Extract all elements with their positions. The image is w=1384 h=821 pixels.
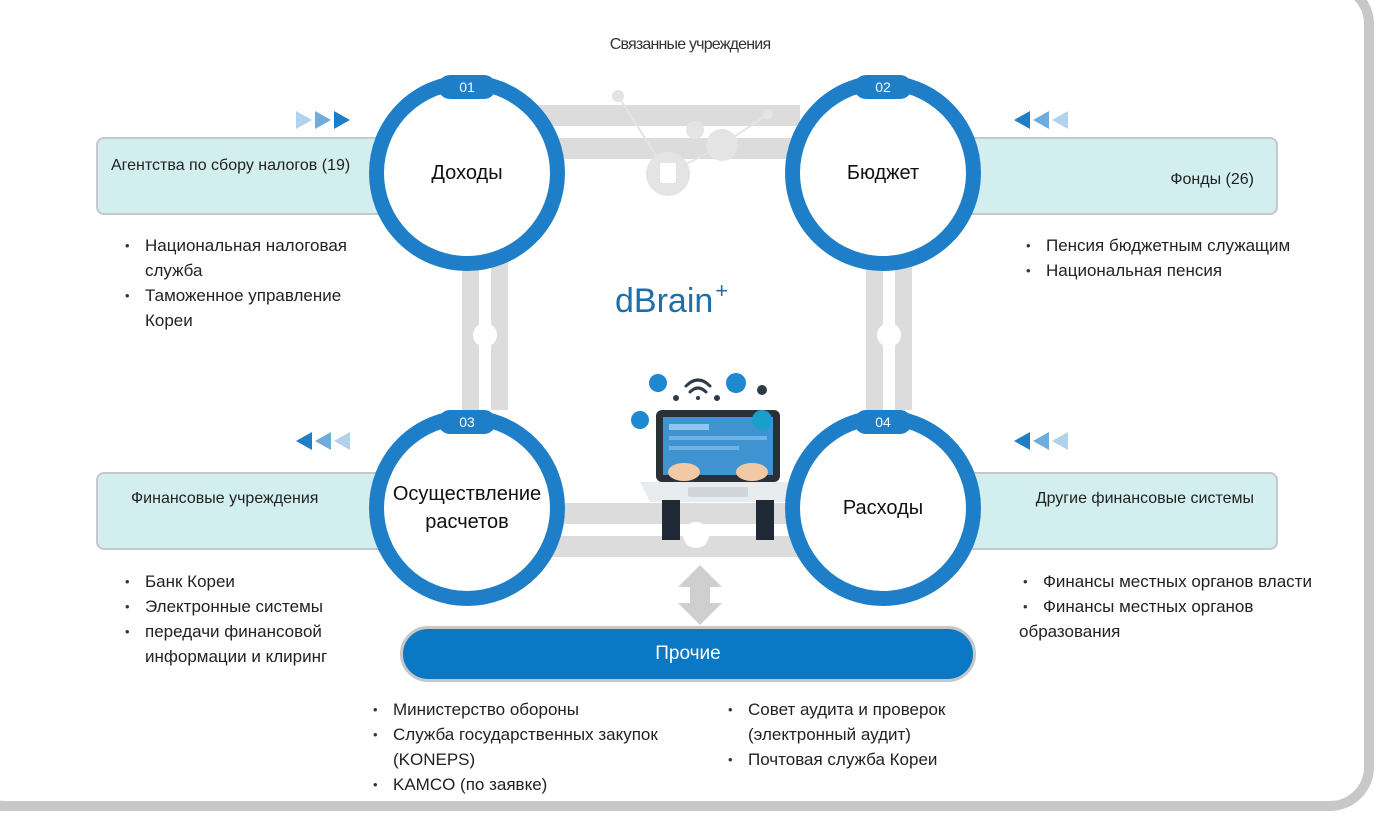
laptop-icon — [640, 410, 796, 540]
list-item: Совет аудита и проверок — [724, 697, 1024, 722]
module-number-badge: 04 — [854, 410, 912, 434]
module-label: Осуществление расчетов — [392, 483, 542, 533]
others-right-list: Совет аудита и проверок (электронный ауд… — [724, 697, 1024, 772]
module-number-badge: 03 — [438, 410, 496, 434]
list-item-continuation: образования — [1019, 622, 1121, 641]
brand-logo: dBrain+ — [615, 278, 728, 321]
wifi-icon — [684, 378, 712, 400]
module-expenditure: 04 Расходы — [785, 410, 981, 606]
list-item: Таможенное управление Кореи — [121, 283, 361, 333]
list-item: Национальная налоговая служба — [121, 233, 361, 283]
list-item: Банк Кореи — [121, 569, 391, 594]
brand-name: dBrain — [615, 282, 714, 320]
box-funds: Фонды (26) — [960, 137, 1278, 215]
list-item: Финансы местных органов власти — [1019, 569, 1384, 594]
others-bar: Прочие — [400, 626, 976, 682]
triangle-arrow-icon — [296, 111, 353, 129]
module-revenue: 01 Доходы — [369, 75, 565, 271]
module-label: Бюджет — [846, 162, 920, 184]
floating-app-icons — [631, 373, 772, 430]
box-tax-agencies: Агентства по сбору налогов (19) — [96, 137, 396, 215]
list-item: KAMCO (по заявке) — [369, 772, 729, 797]
box-other-financial-systems: Другие финансовые системы — [960, 472, 1278, 550]
list-item: Почтовая служба Кореи — [724, 747, 1024, 772]
settlement-institutions-list: Банк Кореи Электронные системы передачи … — [121, 569, 391, 669]
list-item-continuation: (электронный аудит) — [748, 725, 911, 744]
list-item: Финансы местных органов — [1019, 594, 1384, 619]
list-item: Пенсия бюджетным служащим — [1022, 233, 1382, 258]
module-settlement: 03 Осуществление расчетов — [369, 410, 565, 606]
box-financial-institutions: Финансовые учреждения — [96, 472, 396, 550]
list-item: Министерство обороны — [369, 697, 729, 722]
document-icon — [660, 163, 676, 183]
module-label: Расходы — [842, 497, 924, 519]
list-item: Национальная пенсия — [1022, 258, 1382, 283]
others-left-list: Министерство обороны Служба государствен… — [369, 697, 729, 797]
page-title: Связанные учреждения — [609, 36, 771, 53]
module-number-badge: 02 — [854, 75, 912, 99]
budget-institutions-list: Пенсия бюджетным служащим Национальная п… — [1022, 233, 1382, 283]
double-arrow-icon — [678, 565, 722, 625]
triangle-arrow-icon — [1014, 432, 1071, 450]
list-item: Электронные системы — [121, 594, 391, 619]
brand-mark: + — [715, 278, 729, 303]
triangle-arrow-icon — [1014, 111, 1071, 129]
module-budget: 02 Бюджет — [785, 75, 981, 271]
module-number-badge: 01 — [438, 75, 496, 99]
expenditure-institutions-list: Финансы местных органов власти Финансы м… — [1019, 569, 1384, 644]
list-item: Служба государственных закупок — [369, 722, 729, 747]
triangle-arrow-icon — [296, 432, 353, 450]
list-item: передачи финансовой информации и клиринг — [121, 619, 391, 669]
revenue-institutions-list: Национальная налоговая служба Таможенное… — [121, 233, 361, 333]
module-label: Доходы — [431, 162, 503, 184]
list-item-continuation: (KONEPS) — [393, 750, 476, 769]
